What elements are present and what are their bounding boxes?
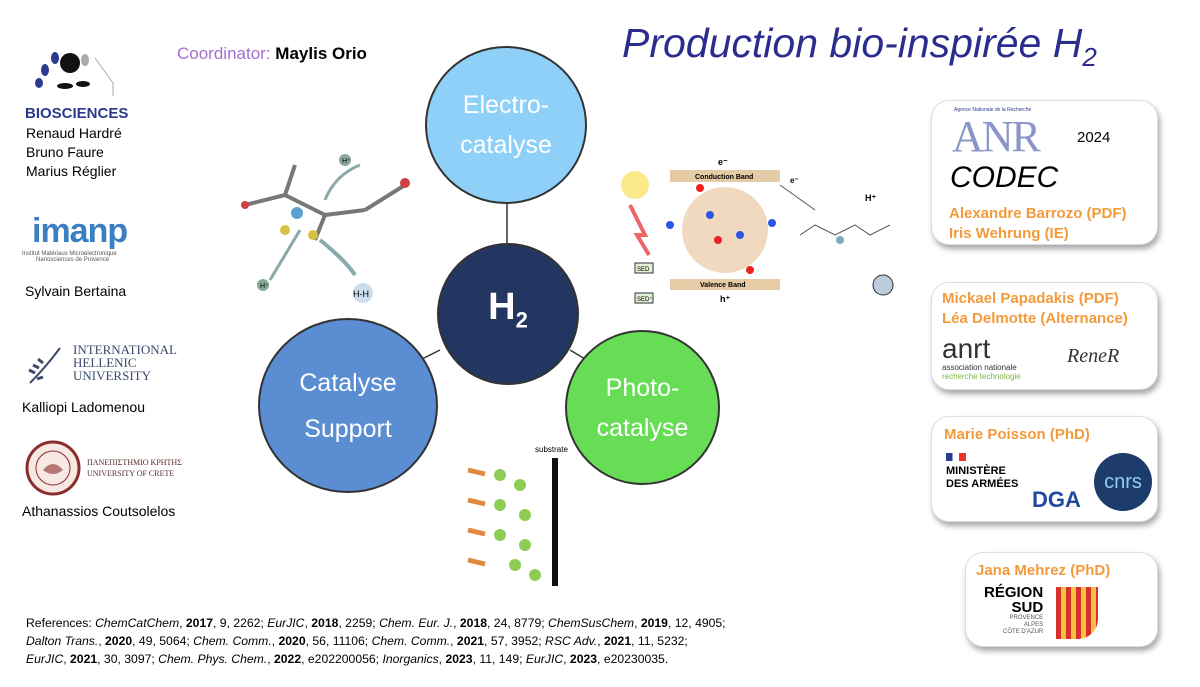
- anr-logo: ANR: [952, 112, 1041, 161]
- olive-branch-icon: [28, 347, 61, 384]
- anrt-card: Mickael Papadakis (PDF)Léa Delmotte (Alt…: [931, 282, 1158, 390]
- slide-title: Production bio-inspirée H2: [622, 20, 1097, 73]
- references: References: ChemCatChem, 2017, 9, 2262; …: [26, 616, 726, 666]
- photocatalysis-figure: e⁻ Conduction Band Valence Band h⁺ SED S…: [621, 157, 894, 304]
- dga-logo: DGA: [1032, 487, 1081, 512]
- imanp-logo: imanp Institut Matériaux Microélectroniq…: [22, 212, 128, 263]
- svg-text:Valence Band: Valence Band: [700, 282, 746, 289]
- svg-text:SED⁺: SED⁺: [637, 296, 653, 303]
- electro-catalyse-circle: Electro-catalyse: [425, 46, 587, 204]
- svg-text:SED: SED: [637, 267, 650, 273]
- svg-text:H⁺: H⁺: [865, 193, 876, 203]
- svg-text:H-H: H-H: [353, 289, 369, 299]
- svg-text:H⁺: H⁺: [342, 158, 351, 165]
- surface-figure: substrate: [467, 445, 568, 586]
- french-flag-icon: [946, 453, 966, 461]
- photo-catalyse-circle: Photo-catalyse: [565, 330, 720, 485]
- svg-text:e⁻: e⁻: [790, 176, 799, 185]
- crete-seal-icon: [25, 440, 81, 496]
- project-name: CODEC: [950, 161, 1059, 194]
- anrt-logo: anrt association nationale recherche tec…: [942, 333, 1021, 382]
- biosciences-cube-icon: [35, 52, 114, 96]
- anr-card: Agence Nationale de la Recherche ANR 202…: [931, 100, 1158, 245]
- coordinator: Coordinator: Maylis Orio: [177, 44, 367, 63]
- region-coat-of-arms-icon: [1056, 587, 1098, 639]
- svg-text:H⁺: H⁺: [260, 283, 269, 290]
- svg-text:e⁻: e⁻: [718, 157, 728, 167]
- svg-text:substrate: substrate: [535, 445, 568, 454]
- biosciences-logo: BIOSCIENCES: [25, 38, 128, 122]
- year: 2024: [1077, 129, 1111, 146]
- imanp-people: Sylvain Bertaina: [25, 283, 127, 299]
- ihu-people: Kalliopi Ladomenou: [22, 399, 145, 415]
- svg-text:Conduction Band: Conduction Band: [695, 174, 753, 181]
- svg-text:h⁺: h⁺: [720, 294, 730, 304]
- molecule-figure: H⁺ H⁺ H-H: [241, 154, 410, 303]
- h2-circle: H2: [437, 243, 579, 385]
- cnrs-logo: cnrs: [1094, 453, 1152, 511]
- rener-logo: ReneR: [1067, 345, 1120, 367]
- crete-people: Athanassios Coutsolelos: [22, 503, 176, 519]
